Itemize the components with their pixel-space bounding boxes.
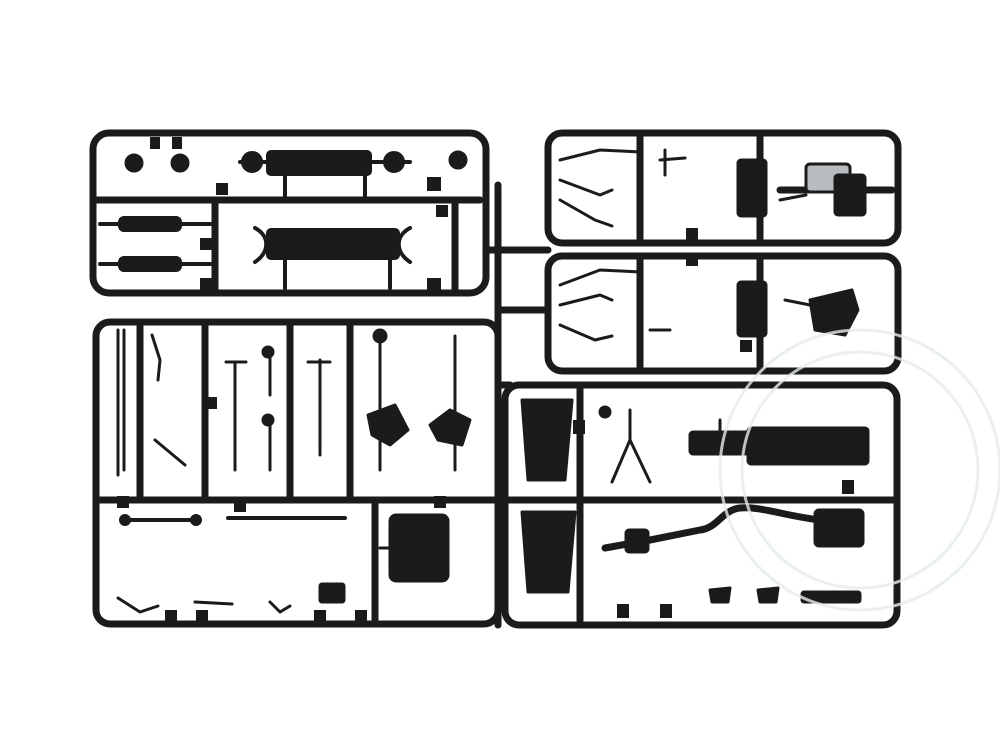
part-differentials bbox=[366, 334, 472, 472]
sprue-gates bbox=[117, 137, 854, 622]
part-long-rods bbox=[116, 328, 332, 477]
part-small-levers bbox=[116, 582, 346, 614]
part-small-clamps bbox=[708, 586, 862, 604]
part-exhaust-pipe bbox=[601, 504, 865, 554]
part-bracket bbox=[783, 288, 860, 337]
part-round-knobs bbox=[124, 150, 468, 173]
sprue-frame bbox=[89, 129, 902, 629]
part-mudflaps bbox=[520, 398, 577, 594]
part-fuel-tank bbox=[378, 513, 450, 583]
part-driveshafts bbox=[119, 514, 347, 526]
part-tank-block-2 bbox=[736, 280, 768, 338]
part-linkage-rods-2 bbox=[558, 268, 672, 342]
part-lower-axle-frame bbox=[253, 226, 412, 290]
part-stand bbox=[598, 405, 652, 484]
part-linkage-rods-1 bbox=[558, 148, 687, 228]
part-tank-block-1 bbox=[736, 158, 768, 218]
part-engine-silver bbox=[778, 162, 867, 217]
part-upper-axle bbox=[238, 150, 412, 198]
watermark-seal bbox=[718, 328, 1000, 612]
part-gearbox bbox=[688, 418, 870, 466]
part-small-cylinders bbox=[98, 216, 212, 272]
part-small-yokes bbox=[261, 328, 388, 427]
